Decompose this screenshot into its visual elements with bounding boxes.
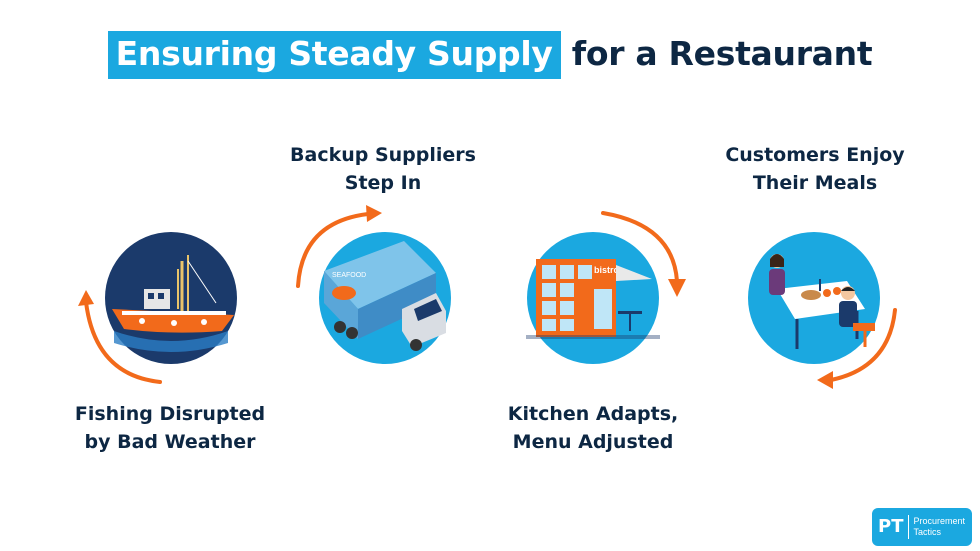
step-4-label-line1: Customers Enjoy [725,144,905,166]
seafood-truck-icon: SEAFOOD [319,232,451,364]
arrow-step-3 [601,211,686,297]
logo-mark: PT [872,515,910,539]
step-4-label: Customers Enjoy Their Meals [695,141,935,197]
logo-line1: Procurement [913,516,966,526]
step-1-label-line2: by Bad Weather [84,431,256,453]
bistro-sign: bistro [594,265,620,275]
step-3-label: Kitchen Adapts, Menu Adjusted [473,400,713,456]
procurement-tactics-logo: PT Procurement Tactics [872,508,972,546]
step-1-label-line1: Fishing Disrupted [74,403,266,425]
step-3-label-line2: Menu Adjusted [512,431,674,453]
arrow-step-4 [817,308,897,389]
step-2-label-line2: Step In [344,172,422,194]
step-4-label-line2: Their Meals [752,172,878,194]
logo-text: Procurement Tactics [909,516,965,538]
arrow-step-1 [78,290,162,384]
truck-label: SEAFOOD [332,272,366,279]
step-3-label-line1: Kitchen Adapts, [507,403,679,425]
title-rest: for a Restaurant [571,34,873,73]
step-1-label: Fishing Disrupted by Bad Weather [50,400,290,456]
dining-customers-icon [748,232,880,364]
title-highlight: Ensuring Steady Supply [107,31,561,79]
bistro-icon: bistro [526,232,660,364]
fishing-boat-icon [105,232,237,364]
arrow-step-2 [296,205,382,288]
step-2-label-line1: Backup Suppliers [290,144,476,166]
logo-line2: Tactics [913,527,941,537]
page-title: Ensuring Steady Supply for a Restaurant [0,31,980,79]
step-2-label: Backup Suppliers Step In [263,141,503,197]
